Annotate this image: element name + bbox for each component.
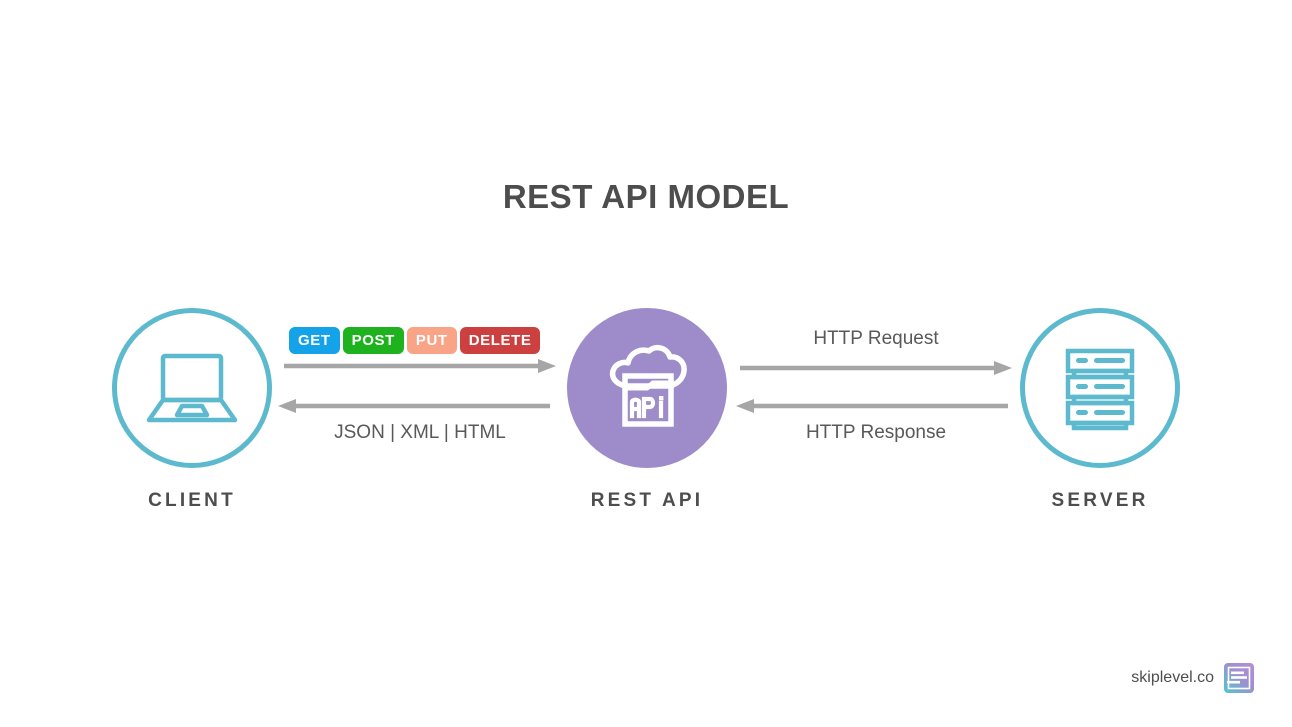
client-circle	[112, 308, 272, 468]
arrow-api-to-client	[278, 398, 550, 419]
badge-post[interactable]: POST	[342, 327, 404, 354]
badge-get[interactable]: GET	[289, 327, 340, 354]
arrow-client-to-api	[284, 358, 556, 379]
arrow-server-to-api	[736, 398, 1008, 419]
footer: skiplevel.co	[1131, 663, 1254, 693]
api-cloud-icon	[609, 344, 687, 427]
node-label-rest-api: REST API	[590, 490, 704, 511]
node-label-server: SERVER	[1051, 490, 1149, 511]
http-method-badges: GET POST PUT DELETE	[289, 327, 541, 354]
footer-brand-text: skiplevel.co	[1131, 669, 1214, 686]
laptop-icon	[146, 353, 238, 423]
badge-delete[interactable]: DELETE	[459, 327, 541, 354]
server-rack-icon	[1065, 348, 1135, 431]
arrow-api-to-server	[740, 360, 1012, 381]
edge-label-http-response: HTTP Response	[805, 422, 947, 443]
node-label-client: CLIENT	[148, 490, 236, 511]
node-client: CLIENT	[112, 308, 272, 512]
skiplevel-logo-icon[interactable]	[1224, 663, 1254, 693]
node-server: SERVER	[1020, 308, 1180, 512]
server-circle	[1020, 308, 1180, 468]
edge-label-http-request: HTTP Request	[813, 328, 939, 349]
rest-api-circle	[567, 308, 727, 468]
badge-put[interactable]: PUT	[406, 327, 457, 354]
node-rest-api: REST API	[567, 308, 727, 512]
page-title: REST API MODEL	[502, 178, 790, 215]
edge-label-json-xml-html: JSON | XML | HTML	[334, 422, 506, 443]
